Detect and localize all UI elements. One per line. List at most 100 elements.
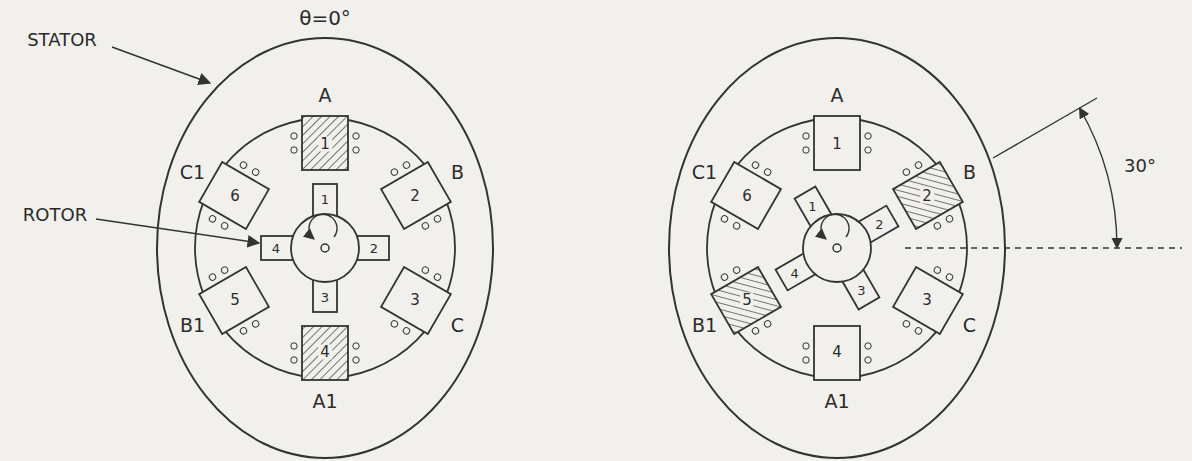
stator-pole-part [390,319,399,328]
stator-pole-part [291,357,297,363]
pole-number: 2 [920,189,934,204]
rotor [261,184,389,312]
stator-pole-part [893,162,963,229]
stator-pole-part [711,162,781,229]
stator-pole-part [208,214,217,223]
rotor-tooth-number: 4 [270,242,282,255]
stator-pole-part [933,221,942,230]
pole-number: 5 [740,293,754,308]
stator-pole-part [751,326,760,335]
stator-pole-part [732,266,741,275]
rotor-part [833,244,841,252]
stator-pole-part [291,343,297,349]
phase-letter: A1 [824,392,849,411]
stator-pole-part [945,273,954,282]
stator-pole-part [239,161,248,170]
stator-pole-part [381,267,451,334]
stator-pole-part [433,214,442,223]
rotor-part [821,214,849,239]
stator-pole-part [865,147,871,153]
phase-letter: A [319,86,332,105]
pole-number: 3 [408,293,422,308]
stator-pole [706,257,787,343]
pole-number: 1 [830,137,844,152]
stator-pole-part [199,267,269,334]
stator-pole [375,152,456,238]
stator-pole-part [208,273,217,282]
stator-pole-part [433,273,442,282]
pole-number: 4 [830,345,844,360]
phase-letter: C1 [692,162,717,181]
pole-number: 2 [408,189,422,204]
leader-arrow [96,219,259,243]
phase-letter: B [963,162,976,181]
stator-pole-part [353,357,359,363]
stator-pole-part [251,319,260,328]
stator-pole-part [381,162,451,229]
rotor-tooth-number: 3 [319,291,331,304]
pole-number: 4 [318,345,332,360]
angle-label: θ=0° [299,8,351,28]
phase-letter: B1 [692,315,717,334]
stator-pole-part [914,161,923,170]
stator-pole-part [291,147,297,153]
stator-pole-part [814,326,860,380]
stator-pole-part [763,319,772,328]
rotor-part [309,214,337,239]
angle-label: 30° [1124,157,1156,175]
stator-pole-part [239,326,248,335]
stator-pole [375,257,456,343]
stator-pole-part [402,326,411,335]
stator-pole-part [711,267,781,334]
stator-pole-part [199,162,269,229]
leader-arrow [112,47,210,83]
stator-pole-part [902,168,911,177]
stator-pole-part [914,326,923,335]
rotor-tooth-number: 1 [319,193,331,206]
pole-number: 5 [228,293,242,308]
stator-pole-part [353,147,359,153]
stator-pole-part [902,319,911,328]
stator-pole-part [302,326,348,380]
stator-pole-part [302,116,348,170]
stator-pole-part [732,221,741,230]
pole-number: 6 [740,189,754,204]
rotor-part [803,214,871,282]
stator-pole-part [814,116,860,170]
stator-pole-part [945,214,954,223]
stator-pole [291,326,359,380]
rotor-tooth-number: 4 [788,266,800,279]
stator-pole-part [220,221,229,230]
phase-letter: B [451,162,464,181]
rotor-tooth-number: 2 [873,217,885,230]
stator-pole [706,152,787,238]
phase-letter: C [451,315,464,334]
stator-outline [157,38,493,458]
stator-pole-part [893,267,963,334]
stator-pole-part [865,343,871,349]
stator-pole [887,257,968,343]
phase-letter: C [963,315,976,334]
rotor-part [321,244,329,252]
pole-number: 3 [920,293,934,308]
stator-pole-part [421,266,430,275]
rotor-tooth-number: 3 [855,284,867,297]
pole-number: 1 [318,137,332,152]
stator-pole-part [353,343,359,349]
stator-pole-part [353,133,359,139]
phase-letter: A [831,86,844,105]
phase-letter: C1 [180,162,205,181]
stator-pole-part [220,266,229,275]
angle-arc [1080,108,1118,248]
rotor-tooth-number: 2 [368,242,380,255]
stator-pole-part [720,214,729,223]
stator-pole-part [751,161,760,170]
stator-pole-part [291,133,297,139]
stator-pole-part [933,266,942,275]
part-name: ROTOR [23,206,87,224]
rotor-part [291,214,359,282]
stator-pole-part [421,221,430,230]
stator-pole-part [803,147,809,153]
pole-number: 6 [228,189,242,204]
